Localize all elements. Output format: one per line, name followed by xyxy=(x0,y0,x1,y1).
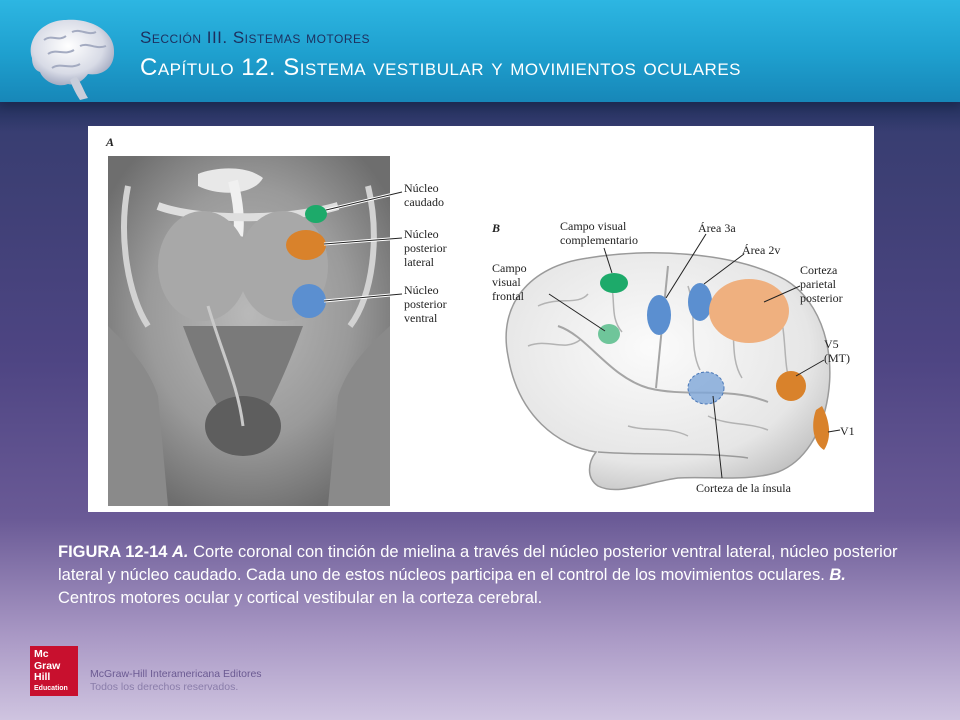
area-2v-marker xyxy=(688,283,712,321)
coronal-section-image xyxy=(108,156,390,506)
label-supplementary-visual-field: Campo visual complementario xyxy=(560,219,638,247)
v5-marker xyxy=(776,371,806,401)
label-insular-cortex: Corteza de la ínsula xyxy=(696,481,792,495)
footer-text: McGraw-Hill Interamericana Editores Todo… xyxy=(90,668,262,694)
label-posterior-lateral: Núcleo posterior lateral xyxy=(404,227,450,269)
section-title: Sección III. Sistemas motores xyxy=(140,28,371,47)
label-area-2v: Área 2v xyxy=(742,243,780,257)
figure-caption: FIGURA 12-14 A. Corte coronal con tinció… xyxy=(58,541,898,610)
label-frontal-visual-field: Campo visual frontal xyxy=(492,261,530,303)
caption-b-text: Centros motores ocular y cortical vestib… xyxy=(58,589,543,607)
label-posterior-ventral: Núcleo posterior ventral xyxy=(404,283,450,325)
label-caudate: Núcleo caudado xyxy=(404,181,444,209)
lateral-brain-image xyxy=(505,252,831,491)
posterior-parietal-cortex-marker xyxy=(709,279,789,343)
caption-a-label: A. xyxy=(172,543,189,561)
mcgraw-hill-logo: Mc Graw Hill Education xyxy=(30,646,78,696)
label-posterior-parietal-cortex: Corteza parietal posterior xyxy=(800,263,843,305)
label-v1: V1 xyxy=(840,424,855,438)
posterior-lateral-nucleus-marker xyxy=(286,230,326,260)
supplementary-visual-field-marker xyxy=(600,273,628,293)
label-v5: V5 (MT) xyxy=(824,337,850,365)
caudate-nucleus-marker xyxy=(305,205,327,223)
v1-marker xyxy=(813,406,830,450)
figure-panel: A Núcleo caudado Núc xyxy=(88,126,874,512)
posterior-ventral-nucleus-marker xyxy=(292,284,326,318)
header-bar: Sección III. Sistemas motores Capítulo 1… xyxy=(0,0,960,102)
panel-b-letter: B xyxy=(491,221,500,235)
panel-a-letter: A xyxy=(105,135,114,149)
brain-icon xyxy=(30,19,115,100)
copyright-notice: Todos los derechos reservados. xyxy=(90,681,239,693)
publisher-name: McGraw-Hill Interamericana Editores xyxy=(90,668,262,680)
frontal-visual-field-marker xyxy=(598,324,620,344)
caption-a-text: Corte coronal con tinción de mielina a t… xyxy=(58,543,898,584)
insular-cortex-marker xyxy=(687,371,725,405)
label-area-3a: Área 3a xyxy=(698,221,736,235)
caption-figure-label: FIGURA 12-14 xyxy=(58,543,168,561)
caption-b-label: B. xyxy=(829,566,846,584)
area-3a-marker xyxy=(647,295,671,335)
chapter-title: Capítulo 12. Sistema vestibular y movimi… xyxy=(140,54,741,81)
